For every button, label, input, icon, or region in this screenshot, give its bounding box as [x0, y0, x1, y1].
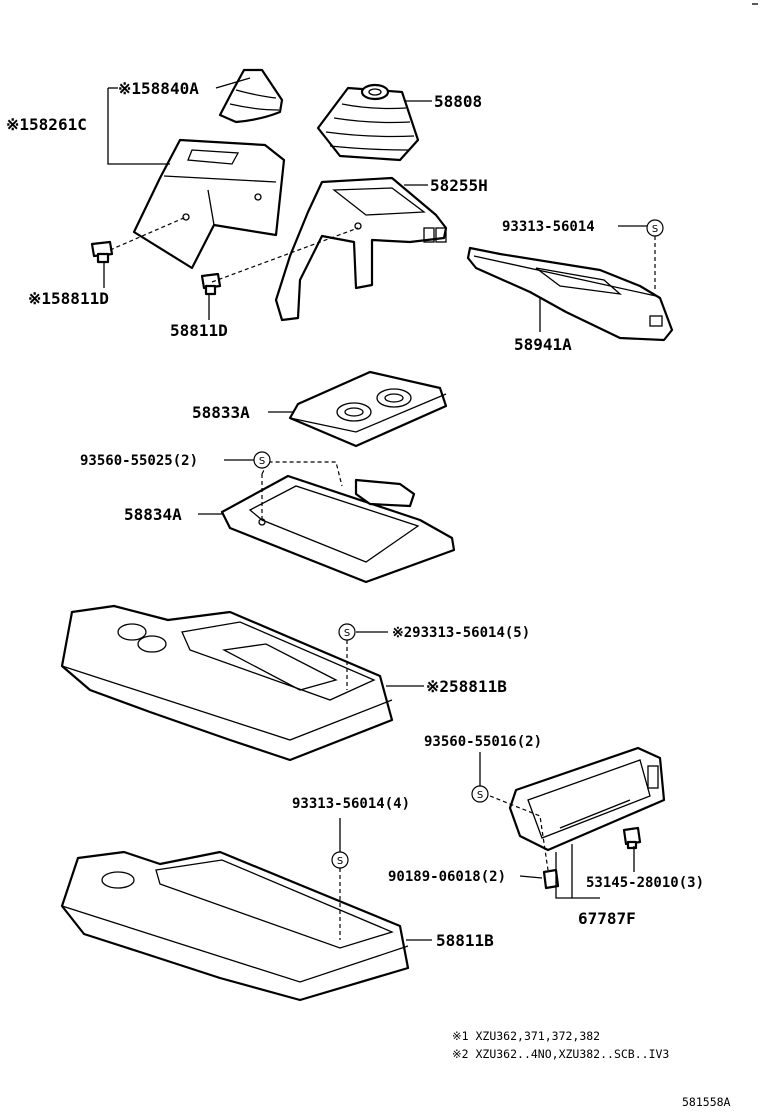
- label-58840A: ※158840A: [118, 79, 199, 98]
- part-58811B-console-lower: [60, 850, 410, 1002]
- diagram-code: 581558A: [682, 1095, 731, 1109]
- label-93313-5: ※293313-56014(5): [392, 625, 530, 641]
- part-58808-shift-boot: [316, 83, 420, 162]
- part-58811D-clip-a: [90, 240, 114, 264]
- label-58833A: 58833A: [192, 403, 250, 422]
- part-90189-clip: [542, 868, 560, 890]
- svg-text:S: S: [337, 856, 343, 867]
- screw-symbol-3: S: [338, 623, 356, 641]
- label-58811B: 58811B: [436, 931, 494, 950]
- part-67787F-tray: [508, 746, 666, 852]
- part-53145-clip: [622, 826, 642, 850]
- screw-symbol-5: S: [331, 851, 349, 869]
- label-93313-4: 93313-56014(4): [292, 796, 410, 812]
- part-58811D-clip-b: [200, 272, 222, 296]
- label-67787F: 67787F: [578, 909, 636, 928]
- part-58834A-frame: [220, 474, 456, 584]
- label-58811B-2: ※258811B: [426, 677, 507, 696]
- screw-symbol-1: S: [646, 219, 664, 237]
- part-58941A-trim: [466, 246, 674, 342]
- label-93560-55025: 93560-55025(2): [80, 453, 198, 469]
- footnote-1: ※1 XZU362,371,372,382: [452, 1029, 600, 1043]
- assembly-lines: [109, 216, 656, 940]
- label-93313-top: 93313-56014: [502, 219, 595, 235]
- label-58811D-b: 58811D: [170, 321, 228, 340]
- label-53145: 53145-28010(3): [586, 875, 704, 891]
- footnote-2: ※2 XZU362..4NO,XZU382..SCB..IV3: [452, 1047, 669, 1061]
- screw-symbol-2: S: [253, 451, 271, 469]
- part-58833A-panel: [288, 370, 448, 448]
- svg-text:S: S: [477, 790, 483, 801]
- label-90189: 90189-06018(2): [388, 869, 506, 885]
- label-58261C: ※158261C: [6, 115, 87, 134]
- part-58261C-cover: [132, 138, 286, 270]
- label-58808: 58808: [434, 92, 482, 111]
- part-58255H-bracket: [274, 176, 448, 322]
- label-58941A: 58941A: [514, 335, 572, 354]
- screw-symbol-4: S: [471, 785, 489, 803]
- svg-text:S: S: [344, 628, 350, 639]
- leader-lines: [103, 77, 648, 941]
- label-58811D-a: ※158811D: [28, 289, 109, 308]
- part-58840A-boot: [218, 68, 284, 124]
- svg-text:S: S: [259, 456, 265, 467]
- part-58811B-console-upper: [60, 604, 394, 762]
- label-93560-55016: 93560-55016(2): [424, 734, 542, 750]
- label-58834A: 58834A: [124, 505, 182, 524]
- label-58255H: 58255H: [430, 176, 488, 195]
- svg-text:S: S: [652, 224, 658, 235]
